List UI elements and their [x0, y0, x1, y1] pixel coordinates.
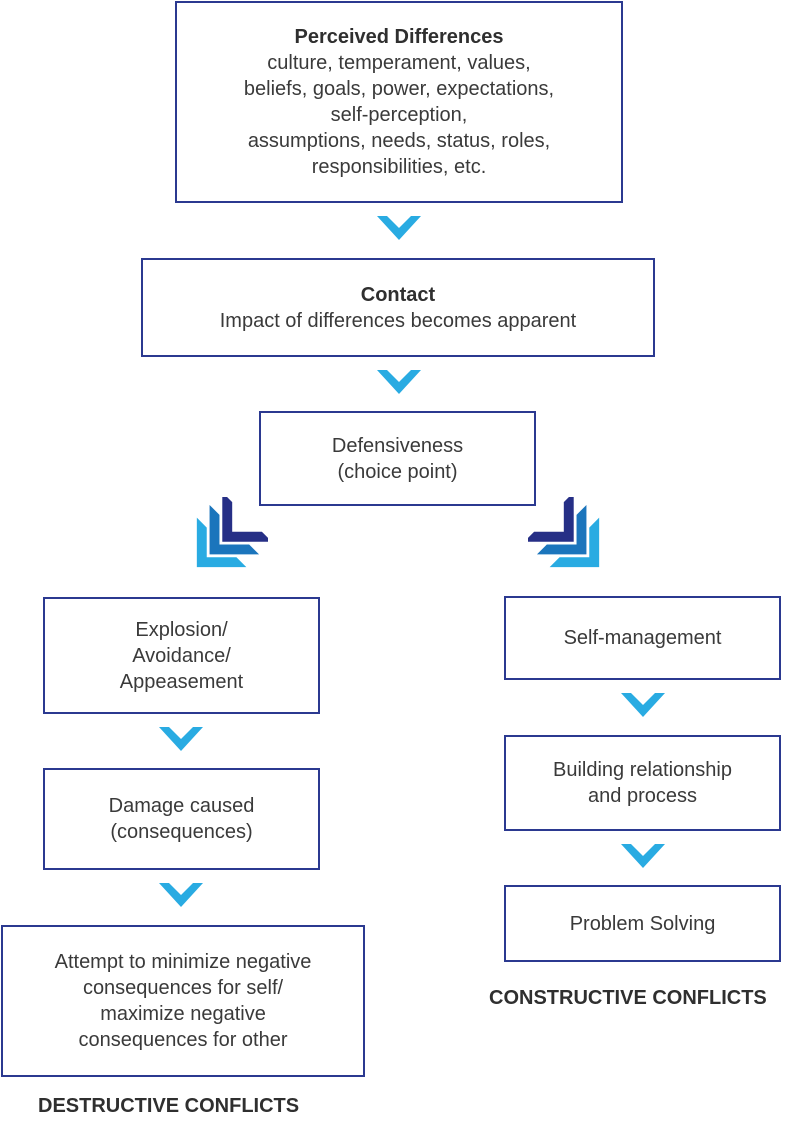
chevron-down-icon — [621, 693, 665, 717]
triple-chevron-down-left-icon — [196, 497, 268, 568]
constructive-conflicts-label: CONSTRUCTIVE CONFLICTS — [489, 987, 767, 1009]
perceived-differences-line: responsibilities, etc. — [311, 156, 487, 178]
chevron-down-icon — [621, 844, 665, 868]
triple-chevron-down-right-icon — [528, 497, 600, 568]
self-management-box: Self-management — [504, 596, 781, 680]
problem-solving-line: Problem Solving — [569, 912, 716, 935]
attempt-box: Attempt to minimize negative consequence… — [1, 925, 365, 1077]
chevron-down-icon — [377, 370, 421, 394]
defensiveness-box: Defensiveness (choice point) — [259, 411, 536, 506]
perceived-differences-box: Perceived Differences culture, temperame… — [175, 1, 623, 203]
explosion-line: Appeasement — [119, 670, 244, 693]
problem-solving-box: Problem Solving — [504, 885, 781, 962]
damage-box: Damage caused (consequences) — [43, 768, 320, 870]
chevron-down-icon — [159, 883, 203, 907]
building-line: and process — [588, 785, 697, 807]
perceived-differences-line: assumptions, needs, status, roles, — [247, 130, 551, 152]
self-management-line: Self-management — [563, 627, 722, 649]
destructive-conflicts-label: DESTRUCTIVE CONFLICTS — [38, 1095, 300, 1117]
perceived-differences-line: beliefs, goals, power, expectations, — [243, 78, 555, 100]
damage-line: (consequences) — [110, 821, 253, 843]
explosion-line: Explosion/ — [135, 618, 228, 641]
explosion-box: Explosion/ Avoidance/ Appeasement — [43, 597, 320, 714]
perceived-differences-line: self-perception, — [330, 104, 468, 126]
building-line: Building relationship — [552, 759, 732, 781]
perceived-differences-line: culture, temperament, values, — [267, 52, 531, 74]
explosion-line: Avoidance/ — [132, 644, 231, 667]
contact-title: Contact — [360, 283, 436, 306]
building-relationship-box: Building relationship and process — [504, 735, 781, 831]
contact-box: Contact Impact of differences becomes ap… — [141, 258, 655, 357]
damage-line: Damage caused — [108, 795, 255, 817]
chevron-down-icon — [377, 216, 421, 240]
attempt-line: consequences for other — [78, 1029, 288, 1051]
defensiveness-line: (choice point) — [337, 460, 458, 483]
chevron-down-icon — [159, 727, 203, 751]
attempt-line: consequences for self/ — [82, 977, 284, 999]
contact-line: Impact of differences becomes apparent — [219, 309, 577, 332]
perceived-differences-title: Perceived Differences — [294, 26, 504, 48]
attempt-line: maximize negative — [100, 1003, 266, 1025]
attempt-line: Attempt to minimize negative — [54, 951, 312, 973]
defensiveness-line: Defensiveness — [331, 434, 464, 457]
